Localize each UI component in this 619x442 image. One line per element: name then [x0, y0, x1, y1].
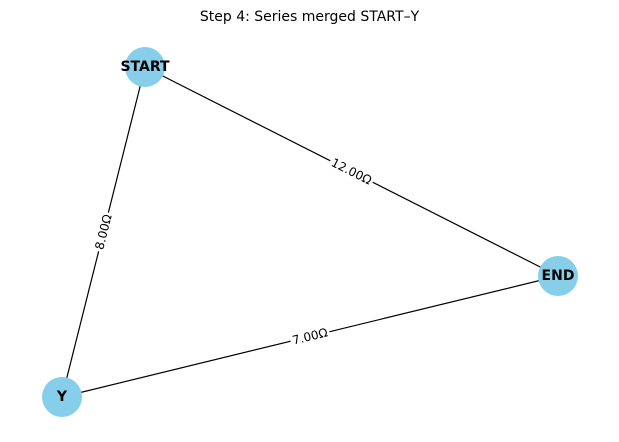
edge-label-group-y-end: 7.00Ω — [288, 324, 332, 349]
edge-label-background — [288, 324, 332, 349]
edges-layer: 12.00Ω 8.00Ω 7.00Ω — [61, 66, 559, 398]
edge-label-background — [327, 154, 376, 189]
node-label-end: END — [542, 268, 575, 284]
edge-label-background — [91, 210, 116, 254]
diagram-title: Step 4: Series merged START–Y — [200, 9, 420, 25]
edge-label-y-end: 7.00Ω — [291, 325, 329, 347]
nodes-layer: START END Y — [42, 47, 578, 417]
node-end — [538, 256, 578, 296]
edge-label-group-start-end: 12.00Ω — [327, 154, 376, 189]
edge-label-start-end: 12.00Ω — [329, 155, 374, 187]
edge-label-group-start-y: 8.00Ω — [91, 210, 116, 254]
edge-label-start-y: 8.00Ω — [92, 213, 114, 251]
node-start — [125, 47, 165, 87]
node-y — [42, 377, 82, 417]
node-label-start: START — [120, 59, 170, 75]
node-label-y: Y — [56, 389, 68, 405]
